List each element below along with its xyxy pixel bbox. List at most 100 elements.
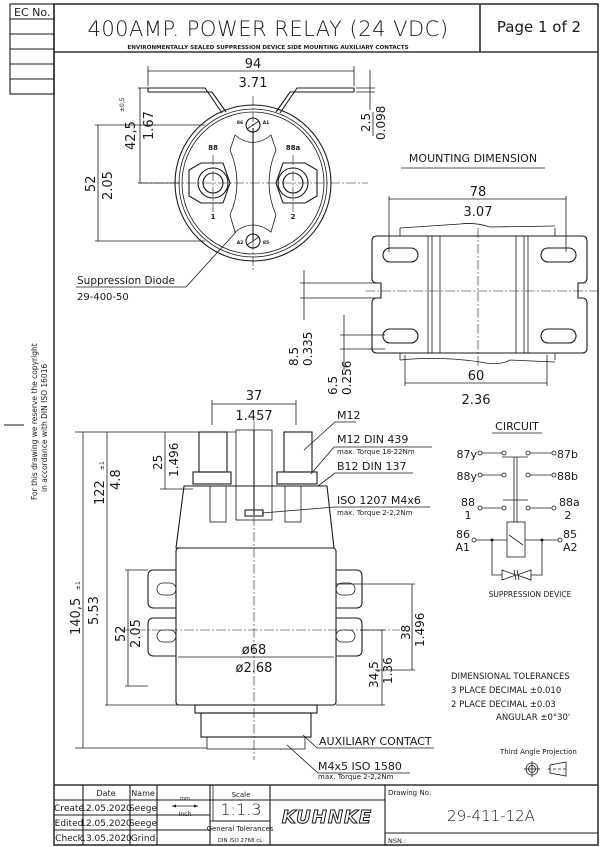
circuit-1: 1 — [465, 509, 472, 522]
dim-slot-in: 0.335 — [301, 332, 315, 366]
circuit-88: 88 — [461, 496, 475, 509]
mounting-title: MOUNTING DIMENSION — [409, 152, 537, 165]
terminal-86-label: 86 — [237, 120, 243, 126]
suppression-diode-label: Suppression Diode — [77, 275, 175, 287]
general-tolerances-std: DIN ISO 2768 cL — [218, 838, 264, 844]
circuit-diagram: CIRCUIT 87y 88y 88 1 86 A1 87b 88b — [455, 420, 579, 599]
dim-height-tol: ±0,5 — [119, 97, 126, 112]
drawing-number: 29-411-12A — [447, 807, 535, 825]
drawing-title: 400AMP. POWER RELAY (24 VDC) — [87, 17, 448, 41]
tolerances-line3: ANGULAR ±0°30' — [496, 713, 570, 723]
dim-bracket-in: 0.098 — [374, 106, 388, 140]
dim-body-height-in: 4.8 — [109, 469, 124, 490]
general-tolerances-label: General Tolerances — [207, 825, 274, 833]
company-logo: KUHNKE — [282, 807, 372, 828]
dim-inner-in: 2.36 — [462, 393, 491, 408]
row-create-label: Create — [54, 804, 84, 814]
col-date: Date — [96, 789, 115, 798]
scale-label: Scale — [232, 791, 251, 799]
top-view: 88 88a 1 2 86 A1 A2 85 94 3.71 42,5 ±0,5… — [76, 57, 388, 303]
dim-total-height-tol: ±1 — [75, 581, 82, 590]
circuit-88y: 88y — [456, 470, 477, 483]
row-check-name: Grind — [131, 834, 156, 844]
terminal-1-label: 1 — [211, 213, 216, 221]
col-name: Name — [131, 789, 155, 798]
row-create-name: Seege — [129, 804, 158, 814]
dim-height-mm: 42,5 — [124, 121, 139, 150]
callout-iso1207: ISO 1207 M4x6 — [337, 494, 421, 507]
terminal-a1-label: A1 — [263, 120, 270, 126]
screw-callout-label: M4x5 ISO 1580 — [318, 760, 402, 773]
dim-slot-mm: 8.5 — [287, 347, 301, 366]
terminal-88a-label: 88a — [286, 144, 301, 152]
callout-m12: M12 — [337, 409, 361, 422]
dim-outer-in: 3.07 — [464, 205, 493, 220]
dim-hole-mm: 6.5 — [326, 376, 340, 395]
dim-right1-in: 1.496 — [413, 613, 427, 647]
nsn-label: NSN.: — [388, 837, 406, 845]
mounting-view: MOUNTING DIMENSION 78 3.07 60 2.36 8.5 0… — [287, 152, 598, 408]
dim-diameter-mm: ø68 — [242, 643, 267, 658]
row-check-date: 13.05.2020 — [80, 834, 132, 844]
dim-total-height-in: 5.53 — [87, 596, 102, 625]
circuit-86: 86 — [456, 528, 470, 541]
dim-stud-spacing-mm: 37 — [246, 389, 263, 404]
unit-inch: Inch — [179, 811, 192, 818]
tolerances-title: DIMENSIONAL TOLERANCES — [451, 672, 570, 682]
dim-stud-height-mm: 25 — [151, 455, 165, 470]
scale-value: 1:1.3 — [220, 800, 261, 819]
dim-diameter-in: ø2.68 — [236, 661, 273, 676]
unit-mm: mm — [180, 796, 190, 802]
dim-inner-mm: 60 — [468, 369, 485, 384]
dim-terminal-in: 2.05 — [101, 171, 116, 200]
drawing-subtitle: ENVIRONMENTALLY SEALED SUPPRESSION DEVIC… — [127, 45, 408, 51]
terminal-85-label: 85 — [263, 240, 269, 246]
dim-width-mm: 94 — [245, 57, 262, 72]
callout-m12-din439: M12 DIN 439 — [337, 433, 408, 446]
circuit-87y: 87y — [456, 448, 477, 461]
suppression-diode-part: 29-400-50 — [77, 292, 129, 303]
dim-right1-mm: 38 — [399, 625, 413, 640]
copyright-line1: For this drawing we reserve the copyrigh… — [30, 343, 39, 500]
dim-bracket-mm: 2.5 — [359, 113, 373, 132]
dim-right2-mm: 34,5 — [367, 661, 381, 688]
suppression-device-label: SUPPRESSION DEVICE — [489, 590, 572, 599]
circuit-a2: A2 — [563, 541, 578, 554]
circuit-88a: 88a — [559, 496, 580, 509]
circuit-2: 2 — [565, 509, 572, 522]
title-block: Date Name Create 12.05.2020 Seege Edited… — [54, 784, 598, 845]
circuit-title: CIRCUIT — [495, 420, 539, 433]
dim-mount-mm: 52 — [114, 625, 129, 642]
dim-hole-in: 0.256 — [340, 361, 354, 395]
copyright-line2: in accordance with DIN ISO 16016 — [40, 364, 49, 492]
row-check-label: Check — [55, 834, 83, 844]
terminal-a2-label: A2 — [237, 240, 244, 246]
callout-b12-din137: B12 DIN 137 — [337, 460, 406, 473]
dim-mount-in: 2.05 — [129, 619, 144, 648]
row-edited-label: Edited — [55, 819, 84, 829]
tolerances-line2: 2 PLACE DECIMAL ±0.03 — [451, 700, 556, 710]
circuit-a1: A1 — [455, 541, 470, 554]
callout-m12-torque: max. Torque 18-22Nm — [337, 448, 415, 456]
circuit-87b: 87b — [557, 448, 578, 461]
row-edited-name: Seege — [129, 819, 158, 829]
dim-body-height-mm: 122 — [93, 480, 108, 505]
terminal-88-label: 88 — [208, 144, 218, 152]
drawing-no-label: Drawing No: — [388, 789, 431, 797]
dim-height-in: 1.67 — [142, 111, 157, 140]
tolerances-line1: 3 PLACE DECIMAL ±0.010 — [451, 686, 561, 696]
ec-label: EC No. — [14, 6, 50, 19]
screw-callout-torque: max. Torque 2-2,2Nm — [318, 773, 394, 781]
dim-stud-height-in: 1.496 — [167, 443, 181, 477]
dim-body-height-tol: ±1 — [99, 461, 106, 470]
third-angle-projection-icon — [524, 761, 568, 777]
circuit-85: 85 — [563, 528, 577, 541]
dim-total-height-mm: 140,5 — [69, 598, 84, 635]
row-create-date: 12.05.2020 — [80, 804, 132, 814]
row-edited-date: 12.05.2020 — [80, 819, 132, 829]
dim-right2-in: 1.36 — [381, 657, 395, 684]
projection-label: Third Angle Projection — [499, 748, 577, 756]
dim-terminal-mm: 52 — [84, 175, 99, 192]
terminal-2-label: 2 — [291, 213, 296, 221]
